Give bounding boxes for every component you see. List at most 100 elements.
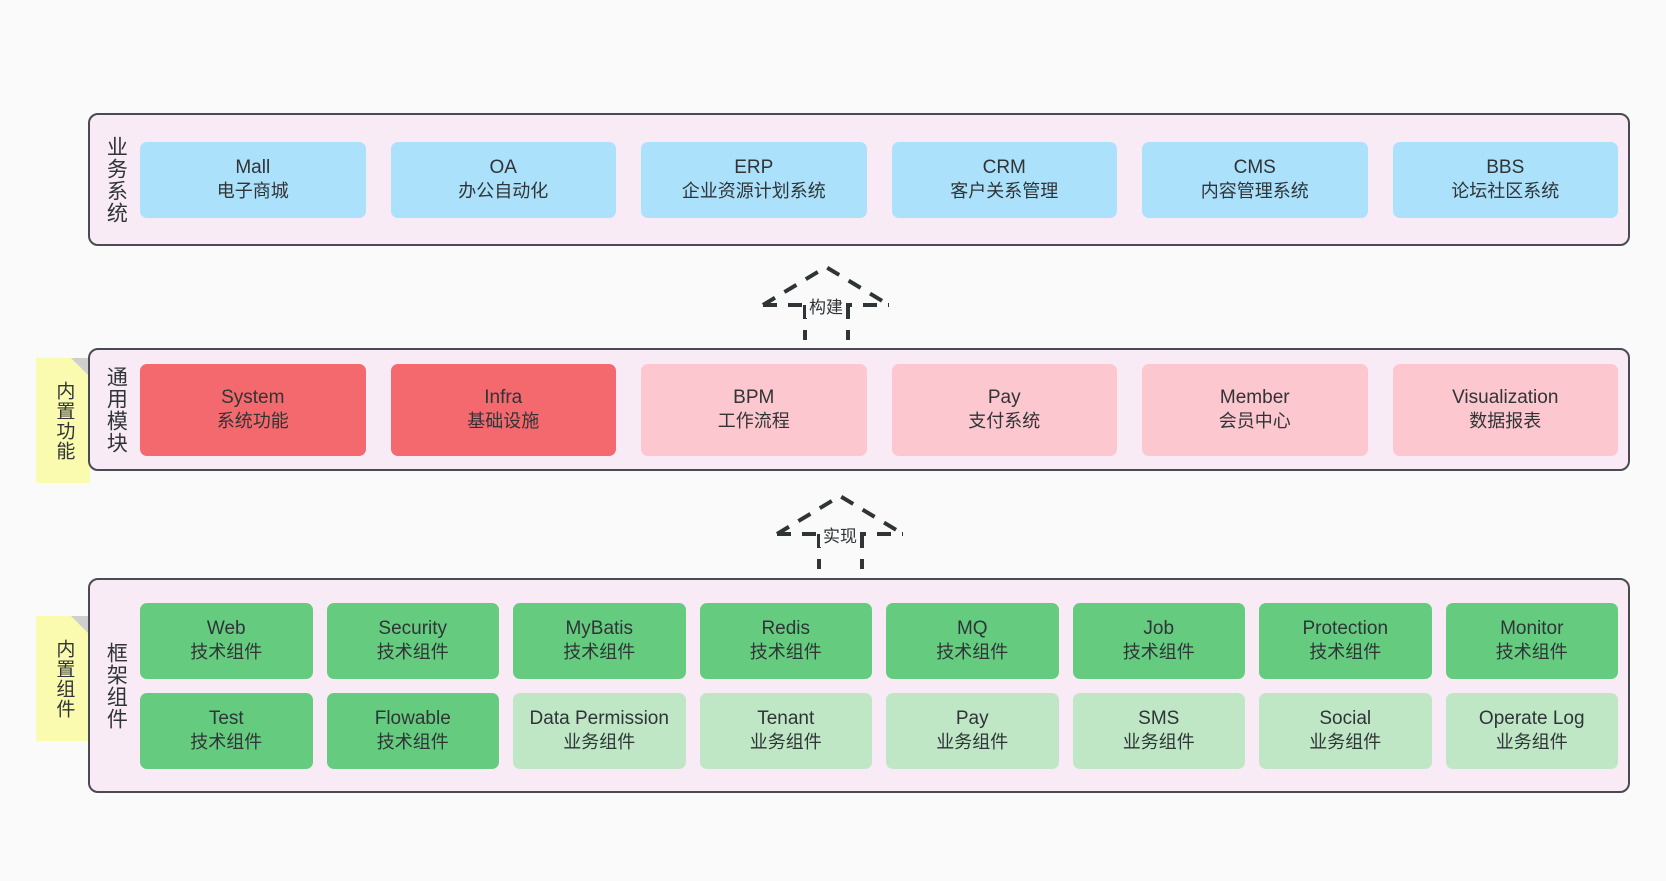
card-title: Monitor <box>1500 618 1564 640</box>
card-subtitle: 技术组件 <box>376 732 449 753</box>
layer-framework-components: 框架组件 Web 技术组件 Security 技术组件 MyBatis 技术组件… <box>88 578 1630 793</box>
card-monitor[interactable]: Monitor 技术组件 <box>1445 602 1618 679</box>
card-pay-component[interactable]: Pay 业务组件 <box>886 692 1059 769</box>
card-subtitle: 技术组件 <box>563 642 636 663</box>
card-subtitle: 技术组件 <box>190 642 263 663</box>
card-subtitle: 办公自动化 <box>458 181 549 202</box>
card-title: Pay <box>955 708 989 730</box>
card-subtitle: 业务组件 <box>1122 732 1195 753</box>
card-title: Social <box>1319 708 1372 730</box>
card-bbs[interactable]: BBS 论坛社区系统 <box>1392 141 1618 218</box>
card-subtitle: 内容管理系统 <box>1200 181 1309 202</box>
layer-common-modules: 通用模块 System 系统功能 Infra 基础设施 BPM 工作流程 Pay… <box>88 348 1630 471</box>
card-subtitle: 技术组件 <box>190 732 263 753</box>
card-subtitle: 数据报表 <box>1469 411 1542 432</box>
card-subtitle: 技术组件 <box>749 642 822 663</box>
card-title: Data Permission <box>529 708 669 730</box>
card-sms[interactable]: SMS 业务组件 <box>1072 692 1245 769</box>
card-subtitle: 会员中心 <box>1218 411 1291 432</box>
card-subtitle: 业务组件 <box>1495 732 1568 753</box>
card-title: Member <box>1219 387 1290 409</box>
note-builtin-functions: 内置功能 <box>36 358 90 483</box>
card-security[interactable]: Security 技术组件 <box>326 602 499 679</box>
card-pay-module[interactable]: Pay 支付系统 <box>891 363 1117 456</box>
card-protection[interactable]: Protection 技术组件 <box>1259 602 1432 679</box>
card-cms[interactable]: CMS 内容管理系统 <box>1142 141 1368 218</box>
card-mall[interactable]: Mall 电子商城 <box>140 141 366 218</box>
card-data-permission[interactable]: Data Permission 业务组件 <box>513 692 686 769</box>
card-subtitle: 工作流程 <box>717 411 790 432</box>
card-test[interactable]: Test 技术组件 <box>140 692 313 769</box>
card-title: Visualization <box>1452 387 1559 409</box>
note-text: 内置组件 <box>53 638 75 719</box>
card-title: CRM <box>982 157 1026 179</box>
card-subtitle: 业务组件 <box>1309 732 1382 753</box>
card-redis[interactable]: Redis 技术组件 <box>699 602 872 679</box>
card-subtitle: 技术组件 <box>1495 642 1568 663</box>
card-visualization[interactable]: Visualization 数据报表 <box>1392 363 1618 456</box>
card-title: Redis <box>761 618 811 640</box>
card-title: Protection <box>1302 618 1389 640</box>
card-subtitle: 业务组件 <box>749 732 822 753</box>
card-subtitle: 客户关系管理 <box>950 181 1059 202</box>
card-title: SMS <box>1138 708 1180 730</box>
card-subtitle: 电子商城 <box>216 181 289 202</box>
card-system[interactable]: System 系统功能 <box>140 363 366 456</box>
card-title: CMS <box>1233 157 1276 179</box>
card-operate-log[interactable]: Operate Log 业务组件 <box>1445 692 1618 769</box>
card-member[interactable]: Member 会员中心 <box>1142 363 1368 456</box>
card-title: Tenant <box>757 708 815 730</box>
connector-implement: 实现 <box>772 491 912 569</box>
card-infra[interactable]: Infra 基础设施 <box>390 363 616 456</box>
card-flowable[interactable]: Flowable 技术组件 <box>326 692 499 769</box>
layer-business-systems: 业务系统 Mall 电子商城 OA 办公自动化 ERP 企业资源计划系统 CRM… <box>88 113 1630 246</box>
card-title: ERP <box>734 157 774 179</box>
card-title: Pay <box>987 387 1021 409</box>
card-subtitle: 支付系统 <box>968 411 1041 432</box>
card-mybatis[interactable]: MyBatis 技术组件 <box>513 602 686 679</box>
card-crm[interactable]: CRM 客户关系管理 <box>891 141 1117 218</box>
card-subtitle: 技术组件 <box>376 642 449 663</box>
card-title: Flowable <box>374 708 451 730</box>
card-subtitle: 系统功能 <box>216 411 289 432</box>
card-subtitle: 业务组件 <box>563 732 636 753</box>
connector-implement-label: 实现 <box>820 522 860 547</box>
connector-build: 构建 <box>758 262 898 340</box>
card-subtitle: 基础设施 <box>467 411 540 432</box>
card-title: Job <box>1143 618 1175 640</box>
card-title: OA <box>489 157 517 179</box>
note-text: 内置功能 <box>53 380 75 461</box>
card-title: Operate Log <box>1478 708 1585 730</box>
card-title: Test <box>208 708 244 730</box>
card-title: MyBatis <box>565 618 634 640</box>
card-subtitle: 技术组件 <box>1309 642 1382 663</box>
card-subtitle: 论坛社区系统 <box>1451 181 1560 202</box>
card-title: System <box>221 387 285 409</box>
layer-label-common-modules: 通用模块 <box>104 365 128 454</box>
layer-label-framework-components: 框架组件 <box>104 641 128 730</box>
card-title: Security <box>378 618 448 640</box>
card-title: MQ <box>956 618 988 640</box>
card-subtitle: 企业资源计划系统 <box>681 181 826 202</box>
card-title: Infra <box>484 387 523 409</box>
card-bpm[interactable]: BPM 工作流程 <box>641 363 867 456</box>
card-title: BPM <box>733 387 775 409</box>
card-subtitle: 技术组件 <box>1122 642 1195 663</box>
card-mq[interactable]: MQ 技术组件 <box>886 602 1059 679</box>
card-web[interactable]: Web 技术组件 <box>140 602 313 679</box>
connector-build-label: 构建 <box>806 293 846 318</box>
card-job[interactable]: Job 技术组件 <box>1072 602 1245 679</box>
card-subtitle: 业务组件 <box>936 732 1009 753</box>
card-title: BBS <box>1486 157 1525 179</box>
layer-label-business-systems: 业务系统 <box>104 135 128 224</box>
card-title: Mall <box>235 157 271 179</box>
card-title: Web <box>206 618 246 640</box>
card-social[interactable]: Social 业务组件 <box>1259 692 1432 769</box>
note-builtin-components: 内置组件 <box>36 616 90 741</box>
card-subtitle: 技术组件 <box>936 642 1009 663</box>
note-fold-corner-icon <box>71 616 90 635</box>
card-oa[interactable]: OA 办公自动化 <box>390 141 616 218</box>
card-erp[interactable]: ERP 企业资源计划系统 <box>641 141 867 218</box>
card-tenant[interactable]: Tenant 业务组件 <box>699 692 872 769</box>
